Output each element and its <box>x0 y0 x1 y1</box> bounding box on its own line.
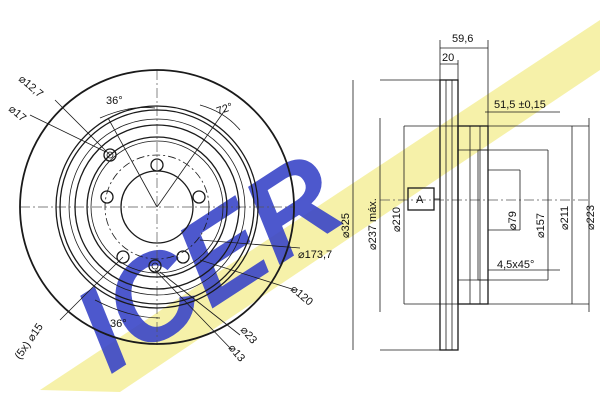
dia-237-label: ⌀237 máx. <box>367 198 379 250</box>
dia-223-label: ⌀223 <box>585 205 597 230</box>
dia-211-label: ⌀211 <box>559 206 571 230</box>
pcd-circle <box>104 154 210 260</box>
dia-157-label: ⌀157 <box>535 213 547 238</box>
dia-79-label: ⌀79 <box>507 211 519 230</box>
dia-325-label: ⌀325 <box>340 213 352 238</box>
width-20-label: 20 <box>442 52 454 64</box>
datum-a-label: A <box>416 194 424 206</box>
locating-hole <box>148 259 162 273</box>
bolt-hole <box>116 250 130 264</box>
holes-15-label: (5x) ⌀15 <box>13 321 46 361</box>
outer-diameter-circle <box>19 69 295 345</box>
dia-210-label: ⌀210 <box>391 207 403 232</box>
angle-right-label: 72° <box>215 101 235 118</box>
dia-13-label: ⌀13 <box>226 342 247 364</box>
side-view: 59,6 20 51,5 ±0,15 A ⌀325 ⌀237 máx. ⌀210… <box>340 33 597 351</box>
angle-top-label: 36° <box>106 95 123 107</box>
dia-120-label: ⌀120 <box>288 283 315 308</box>
bolt-hole <box>176 250 190 264</box>
logo-yellow-swoosh <box>40 20 600 392</box>
locating-hole <box>103 148 117 162</box>
hat-circle <box>86 136 228 278</box>
chamfer-label: 4,5x45° <box>497 259 534 271</box>
angle-bottom-label: 36° <box>110 318 127 330</box>
dia-17-label: ⌀17 <box>6 103 28 124</box>
width-59-6-label: 59,6 <box>452 33 473 45</box>
bolt-hole <box>192 190 206 204</box>
dia-12-7-label: ⌀12,7 <box>16 73 45 100</box>
bolt-hole <box>150 158 164 172</box>
dia-173-7-label: ⌀173,7 <box>298 249 332 261</box>
bolt-hole <box>100 190 114 204</box>
dia-23-label: ⌀23 <box>238 324 259 346</box>
offset-label: 51,5 ±0,15 <box>494 99 546 111</box>
